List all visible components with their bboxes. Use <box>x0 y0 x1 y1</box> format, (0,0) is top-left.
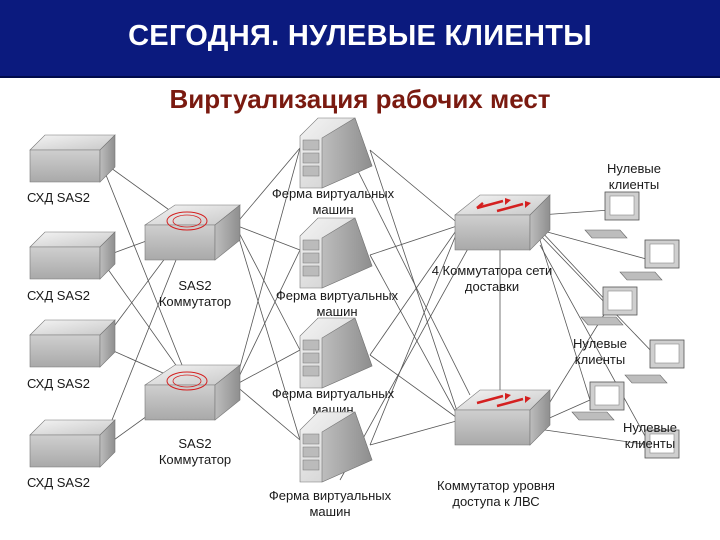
zero-client <box>624 339 685 384</box>
zero-clients-label: клиенты <box>575 352 625 367</box>
sas-switch-label: Коммутатор <box>159 452 231 467</box>
storage-label: СХД SAS2 <box>27 288 90 303</box>
header-bar: СЕГОДНЯ. НУЛЕВЫЕ КЛИЕНТЫ <box>0 0 720 78</box>
page-title: СЕГОДНЯ. НУЛЕВЫЕ КЛИЕНТЫ <box>128 20 592 52</box>
storage-node <box>29 231 116 280</box>
vm-farm-label: машин <box>312 202 353 217</box>
access-switch-label: доступа к ЛВС <box>452 494 539 509</box>
storage-label: СХД SAS2 <box>27 475 90 490</box>
sas-switch-label: SAS2 <box>178 278 211 293</box>
vm-farm-label: машин <box>316 304 357 319</box>
zero-client <box>580 286 638 326</box>
zero-clients-label: Нулевые <box>623 420 677 435</box>
delivery-switch-label: доставки <box>465 279 519 294</box>
storage-node <box>29 419 116 468</box>
storage-label: СХД SAS2 <box>27 190 90 205</box>
zero-clients-label: клиенты <box>609 177 659 192</box>
zero-clients-label: Нулевые <box>573 336 627 351</box>
vm-farm-label: машин <box>309 504 350 519</box>
delivery-switch-label: 4 Коммутатора сети <box>432 263 553 278</box>
vm-farm-label: Ферма виртуальных <box>269 488 392 503</box>
zero-client <box>644 429 680 459</box>
sas-switch <box>144 364 241 421</box>
access-switch-label: Коммутатор уровня <box>437 478 555 493</box>
switch-arrows-icon <box>476 198 531 213</box>
vm-farm <box>299 117 373 189</box>
page-subtitle: Виртуализация рабочих мест <box>169 84 551 114</box>
vm-farm <box>299 317 373 389</box>
sas-switch <box>144 204 241 261</box>
vm-farm-label: Ферма виртуальных <box>272 186 395 201</box>
zero-client <box>619 239 680 281</box>
delivery-switch <box>454 194 551 251</box>
sas-switch-label: SAS2 <box>178 436 211 451</box>
sas-switch-label: Коммутатор <box>159 294 231 309</box>
access-switch <box>454 389 551 446</box>
storage-node <box>29 134 116 183</box>
vm-farm <box>299 217 373 289</box>
storage-node <box>29 319 116 368</box>
zero-clients-label: Нулевые <box>607 161 661 176</box>
storage-label: СХД SAS2 <box>27 376 90 391</box>
vm-farm <box>299 411 373 483</box>
zero-client <box>584 191 640 239</box>
vm-farm-label: Ферма виртуальных <box>276 288 399 303</box>
zero-client <box>571 381 625 421</box>
zero-clients-label: клиенты <box>625 436 675 451</box>
switch-arrows-icon <box>476 393 531 408</box>
vm-farm-label: Ферма виртуальных <box>272 386 395 401</box>
